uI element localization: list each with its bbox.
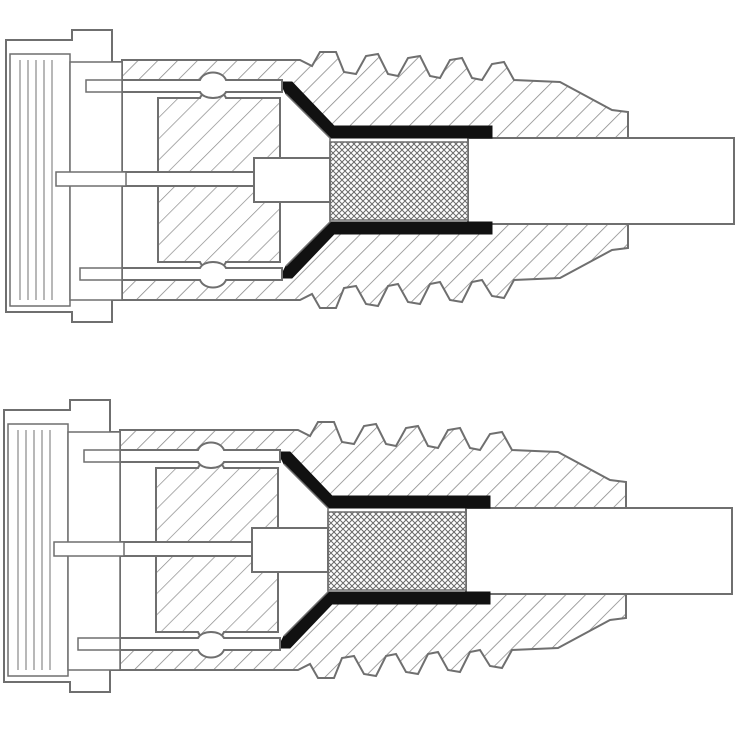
connector-view-top	[5, 29, 735, 323]
connector-view-bottom	[3, 399, 733, 693]
